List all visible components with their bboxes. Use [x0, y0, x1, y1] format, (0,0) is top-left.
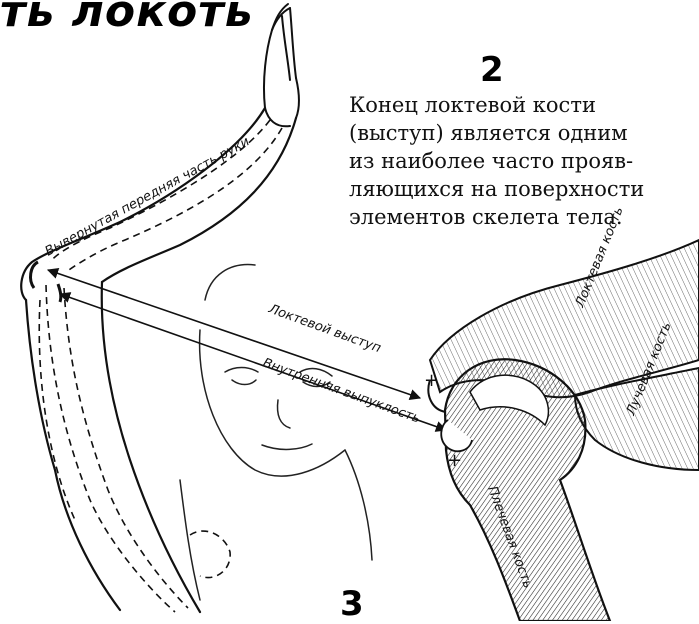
- raised-hand-drawing: [264, 4, 299, 126]
- svg-text:+: +: [447, 450, 462, 471]
- step-number-3: 3: [340, 584, 364, 624]
- elbow-tip-mark: [31, 262, 61, 302]
- elbow-joint-drawing: + +: [424, 240, 699, 621]
- svg-text:+: +: [424, 370, 439, 391]
- label-forearm: Вывернутая передняя часть руки: [43, 134, 252, 259]
- label-olecranon: Локтевой выступ: [266, 301, 384, 356]
